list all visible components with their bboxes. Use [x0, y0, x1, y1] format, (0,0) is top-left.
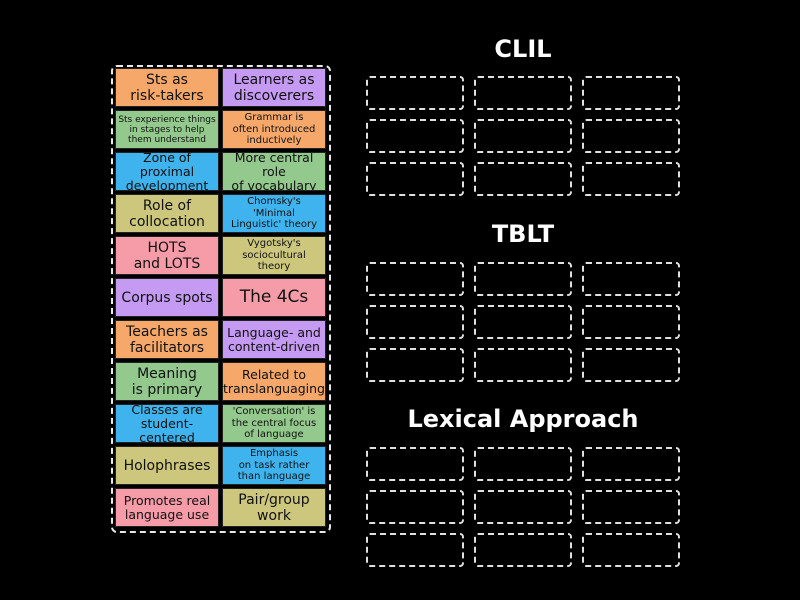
draggable-card[interactable]: More central role of vocabulary [222, 152, 326, 191]
drop-slot[interactable] [582, 348, 680, 382]
draggable-card[interactable]: Zone of proximal development [115, 152, 219, 191]
draggable-card[interactable]: The 4Cs [222, 278, 326, 317]
category-slots-clil [366, 76, 680, 196]
drop-slot[interactable] [366, 490, 464, 524]
draggable-card[interactable]: Teachers as facilitators [115, 320, 219, 359]
drop-slot[interactable] [582, 119, 680, 153]
draggable-card[interactable]: Related to translanguaging [222, 362, 326, 401]
drop-slot[interactable] [582, 162, 680, 196]
drop-slot[interactable] [366, 162, 464, 196]
draggable-card[interactable]: Pair/group work [222, 488, 326, 527]
drop-slot[interactable] [366, 447, 464, 481]
category-slots-lexical-approach [366, 447, 680, 567]
drop-slot[interactable] [366, 119, 464, 153]
draggable-card[interactable]: Sts as risk-takers [115, 68, 219, 107]
drop-slot[interactable] [474, 262, 572, 296]
drop-slot[interactable] [366, 262, 464, 296]
drop-slot[interactable] [582, 447, 680, 481]
drop-slot[interactable] [474, 490, 572, 524]
draggable-card[interactable]: Promotes real language use [115, 488, 219, 527]
category-title-lexical-approach: Lexical Approach [407, 405, 639, 433]
draggable-card[interactable]: 'Conversation' is the central focus of l… [222, 404, 326, 443]
drop-slot[interactable] [474, 533, 572, 567]
drop-slot[interactable] [474, 76, 572, 110]
drop-slot[interactable] [582, 305, 680, 339]
category-slots-tblt [366, 262, 680, 382]
drop-slot[interactable] [366, 76, 464, 110]
draggable-card[interactable]: Meaning is primary [115, 362, 219, 401]
drop-slot[interactable] [474, 348, 572, 382]
draggable-card[interactable]: Classes are student-centered [115, 404, 219, 443]
drop-slot[interactable] [474, 305, 572, 339]
drop-slot[interactable] [474, 119, 572, 153]
draggable-card[interactable]: Vygotsky's sociocultural theory [222, 236, 326, 275]
category-title-clil: CLIL [494, 35, 552, 63]
drop-slot[interactable] [582, 262, 680, 296]
draggable-card[interactable]: Sts experience things in stages to help … [115, 110, 219, 149]
drop-slot[interactable] [474, 162, 572, 196]
draggable-card[interactable]: HOTS and LOTS [115, 236, 219, 275]
draggable-card[interactable]: Language- and content-driven [222, 320, 326, 359]
category-title-tblt: TBLT [491, 220, 555, 248]
drop-slot[interactable] [366, 348, 464, 382]
drop-slot[interactable] [582, 76, 680, 110]
drop-slot[interactable] [366, 533, 464, 567]
draggable-card[interactable]: Emphasis on task rather than language [222, 446, 326, 485]
draggable-card[interactable]: Grammar is often introduced inductively [222, 110, 326, 149]
draggable-card[interactable]: Learners as discoverers [222, 68, 326, 107]
draggable-card[interactable]: Role of collocation [115, 194, 219, 233]
card-pool-border [111, 65, 331, 533]
drop-slot[interactable] [582, 490, 680, 524]
draggable-card[interactable]: Chomsky's 'Minimal Linguistic' theory [222, 194, 326, 233]
draggable-card[interactable]: Holophrases [115, 446, 219, 485]
drop-slot[interactable] [582, 533, 680, 567]
drop-slot[interactable] [366, 305, 464, 339]
draggable-card[interactable]: Corpus spots [115, 278, 219, 317]
drop-slot[interactable] [474, 447, 572, 481]
